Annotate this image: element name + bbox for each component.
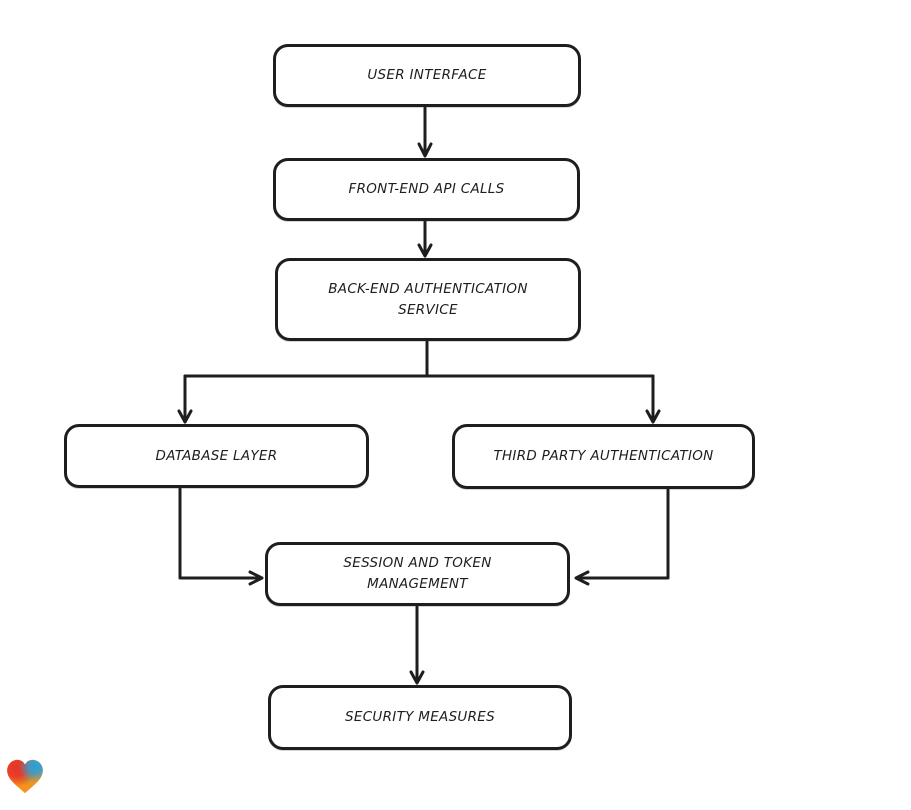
node-label-security-measures: SECURITY MEASURES <box>345 709 495 725</box>
edge-database-to-session <box>178 487 264 586</box>
node-label-user-interface: USER INTERFACE <box>367 67 487 83</box>
node-label-database-layer: DATABASE LAYER <box>155 447 278 464</box>
edge-user-interface-to-front-end <box>417 106 433 158</box>
node-front-end-api-calls: FRONT-END API CALLS <box>273 158 580 221</box>
node-label-third-party-authentication: THIRD PARTY AUTHENTICATION <box>493 448 714 464</box>
node-third-party-authentication: THIRD PARTY AUTHENTICATION <box>452 424 755 489</box>
gradient-heart-icon[interactable] <box>6 758 44 795</box>
node-security-measures: SECURITY MEASURES <box>268 685 572 750</box>
edge-front-end-to-back-end <box>417 220 433 258</box>
edge-session-to-security <box>409 605 425 685</box>
node-session-and-token-management: SESSION AND TOKEN MANAGEMENT <box>265 542 570 606</box>
node-label-session-and-token-management: SESSION AND TOKEN MANAGEMENT <box>343 555 492 592</box>
edge-back-end-branch <box>177 340 661 424</box>
node-label-back-end-authentication-service: BACK-END AUTHENTICATION SERVICE <box>328 280 528 318</box>
node-database-layer: DATABASE LAYER <box>64 424 369 488</box>
node-label-front-end-api-calls: FRONT-END API CALLS <box>348 181 505 197</box>
node-back-end-authentication-service: BACK-END AUTHENTICATION SERVICE <box>275 258 581 341</box>
node-user-interface: USER INTERFACE <box>273 44 581 107</box>
edge-third-party-to-session <box>574 488 670 586</box>
